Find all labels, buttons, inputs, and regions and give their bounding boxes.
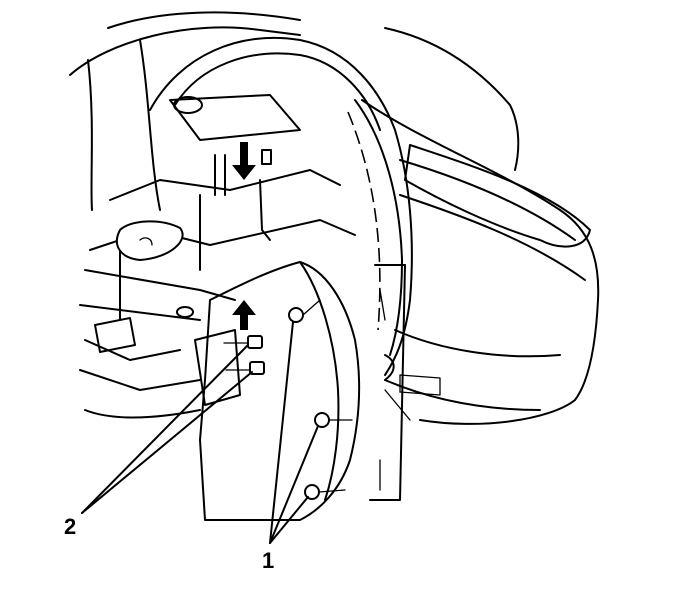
bolts (223, 335, 265, 375)
leader-line-1-b (269, 425, 319, 544)
underbody-structure (79, 94, 441, 421)
splash-shield (199, 261, 406, 521)
leader-lines (81, 321, 319, 544)
leader-line-2-b (81, 371, 253, 514)
leader-line-1-c (269, 496, 309, 544)
bolt-upper (223, 335, 263, 349)
arrow-down-icon (232, 142, 256, 180)
wheelhouse-liner (149, 36, 413, 381)
retainer-lower (304, 484, 346, 500)
fender-body (69, 11, 600, 425)
retainer-middle (314, 412, 353, 428)
push-pin-retainers (288, 299, 353, 500)
leader-line-2-a (81, 344, 249, 514)
arrow-up-icon (232, 300, 256, 330)
leader-line-1-a (269, 321, 294, 544)
retainer-upper (288, 299, 321, 323)
callout-2-label: 2 (64, 514, 77, 539)
bolt-lower (225, 361, 265, 375)
installation-arrows (232, 142, 256, 330)
callout-1-label: 1 (262, 548, 275, 573)
